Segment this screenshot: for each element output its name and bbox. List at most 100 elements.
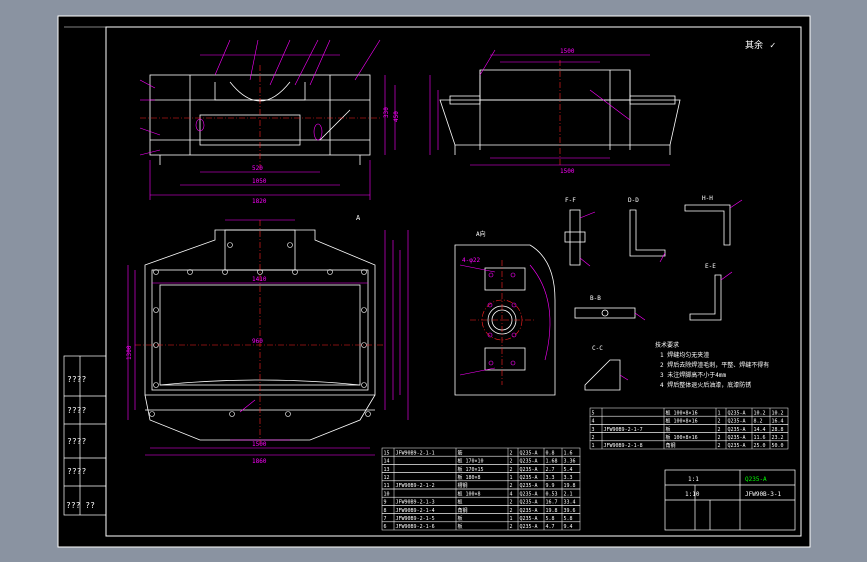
bom-lower-cell: 角钢 bbox=[458, 507, 468, 514]
bom-lower-cell: JFW90B9-2-1-1 bbox=[396, 450, 435, 456]
bom-lower-cell: Q235-A bbox=[520, 524, 538, 530]
plan-view-bolt-holes bbox=[149, 242, 371, 417]
bom-lower-cell: 3.3 bbox=[564, 475, 573, 481]
plan-dim-mid: 960 bbox=[252, 338, 263, 345]
bom-lower-cell: JFW90B9-2-1-2 bbox=[396, 483, 435, 489]
plan-dim-width: 1860 bbox=[252, 458, 267, 465]
title-drawing-no: JFW90B-3-1 bbox=[745, 491, 782, 498]
bom-lower-cell: 1 bbox=[510, 516, 513, 522]
bom-lower-cell: JFW90B9-2-1-6 bbox=[396, 524, 435, 530]
bom-lower-cell: 7 bbox=[384, 516, 387, 522]
bom-lower-cell: 1.68 bbox=[546, 459, 558, 465]
detail-a-label: A向 bbox=[476, 230, 486, 238]
stamp-label-4: ???? bbox=[67, 467, 86, 476]
bom-lower-cell: 10 bbox=[384, 491, 390, 497]
bom-lower-cell: 2 bbox=[510, 483, 513, 489]
detail-a-dimensions bbox=[459, 264, 551, 376]
bom-upper-cell: 1 bbox=[718, 410, 721, 416]
bom-upper-cell: Q235-A bbox=[728, 435, 746, 441]
tech-notes-heading: 技术要求 bbox=[655, 341, 679, 349]
front-dim-side-b: 450 bbox=[393, 111, 400, 122]
front-dim-mid: 520 bbox=[252, 165, 263, 172]
bom-lower-cell: Q235-A bbox=[520, 450, 538, 456]
bom-lower-cell: 2 bbox=[510, 459, 513, 465]
bom-upper-cell: 4 bbox=[592, 419, 595, 425]
bom-lower-cell: 板 170×15 bbox=[458, 466, 484, 473]
bom-upper-cell: 16.4 bbox=[772, 419, 784, 425]
bom-lower-cell: Q235-A bbox=[520, 459, 538, 465]
bom-lower-cell: 板 bbox=[458, 499, 463, 506]
plan-view-centerlines bbox=[135, 220, 385, 445]
tech-note-3: 3 未注焊脚高不小于4mm bbox=[660, 371, 726, 379]
front-dim-side-a: 330 bbox=[383, 107, 390, 118]
bom-lower-cell: JFW90B9-2-1-4 bbox=[396, 508, 435, 514]
bom-lower-cell: Q235-A bbox=[520, 475, 538, 481]
bom-lower-cell: 板 bbox=[458, 515, 463, 522]
tech-note-2: 2 焊后去除焊渣毛刺，平整、焊缝不得有 bbox=[660, 361, 769, 369]
bom-upper-cell: 角钢 bbox=[666, 442, 676, 449]
bom-lower-cell: 2 bbox=[510, 508, 513, 514]
bom-lower-cell: 8 bbox=[384, 508, 387, 514]
stamp-label-1: ???? bbox=[67, 375, 86, 384]
bom-lower-cell: 19.8 bbox=[546, 508, 558, 514]
stamp-label-5: ??? ?? bbox=[66, 501, 95, 510]
front-dim-total: 1820 bbox=[252, 198, 267, 205]
bom-lower-cell: 19.8 bbox=[564, 483, 576, 489]
bom-lower-cell: 板 180×8 bbox=[458, 474, 481, 481]
side-view bbox=[439, 69, 681, 155]
section-cc-label: C-C bbox=[592, 345, 603, 352]
bom-lower-cell: 33.4 bbox=[564, 500, 576, 506]
bom-lower-cell: 0.53 bbox=[546, 491, 558, 497]
section-ff-label: F-F bbox=[565, 197, 576, 204]
detail-a-hole-dia: 4-φ22 bbox=[462, 257, 480, 264]
bom-lower-cell: 2 bbox=[510, 524, 513, 530]
bom-lower-cell: 0.8 bbox=[546, 450, 555, 456]
bom-lower-cell: 2 bbox=[510, 500, 513, 506]
bom-lower-cell: 9.9 bbox=[546, 483, 555, 489]
bom-upper-cell: 25.0 bbox=[754, 443, 766, 449]
tech-note-4: 4 焊后整体退火后油漆，底漆防锈 bbox=[660, 381, 751, 389]
side-view-dimensions bbox=[429, 49, 670, 166]
bom-upper-cell: 2 bbox=[718, 443, 721, 449]
bom-upper-cell: 28.8 bbox=[772, 427, 784, 433]
bom-lower-cell: JFW90B9-2-1-3 bbox=[396, 500, 435, 506]
title-material: Q235-A bbox=[745, 476, 767, 483]
bom-upper-cell: JFW90B9-2-1-7 bbox=[604, 427, 643, 433]
detail-a-centerlines bbox=[470, 260, 535, 385]
bom-lower-cell: 2.7 bbox=[546, 467, 555, 473]
bom-upper-cell: 2 bbox=[718, 419, 721, 425]
bom-lower-cell: 9 bbox=[384, 500, 387, 506]
plan-dim-inner: 1410 bbox=[252, 276, 267, 283]
bom-lower-cell: 13 bbox=[384, 467, 390, 473]
title-scale: 1:10 bbox=[685, 491, 700, 498]
roughness-note: 其余 bbox=[745, 39, 763, 51]
bom-upper-cell: 2 bbox=[718, 435, 721, 441]
bom-lower-cell: JFW90B9-2-1-5 bbox=[396, 516, 435, 522]
section-ff bbox=[564, 209, 586, 266]
side-dim-bottom: 1500 bbox=[560, 168, 575, 175]
bom-lower-cell: Q235-A bbox=[520, 516, 538, 522]
bom-lower-row bbox=[381, 521, 581, 531]
side-dim-top: 1500 bbox=[560, 48, 575, 55]
bom-lower-cell: 14 bbox=[384, 459, 390, 465]
bom-lower-cell: 1.6 bbox=[564, 450, 573, 456]
bom-lower-cell: 5.4 bbox=[564, 467, 573, 473]
section-bb-label: B-B bbox=[590, 295, 601, 302]
bom-upper-row bbox=[589, 440, 789, 450]
bom-lower-cell: 4 bbox=[510, 491, 513, 497]
bom-lower-cell: 板 100×8 bbox=[458, 490, 481, 497]
bom-upper-cell: JFW90B9-2-1-8 bbox=[604, 443, 643, 449]
bom-lower-cell: 5.8 bbox=[546, 516, 555, 522]
section-leaders bbox=[579, 199, 743, 381]
bom-upper-cell: 3 bbox=[592, 427, 595, 433]
bom-lower-cell: 3.36 bbox=[564, 459, 576, 465]
bom-lower-cell: Q235-A bbox=[520, 508, 538, 514]
bom-upper-cell: 50.0 bbox=[772, 443, 784, 449]
bom-upper-cell: 5 bbox=[592, 410, 595, 416]
bom-lower-cell: 12 bbox=[384, 475, 390, 481]
bom-lower-cell: 板 170×10 bbox=[458, 458, 484, 465]
